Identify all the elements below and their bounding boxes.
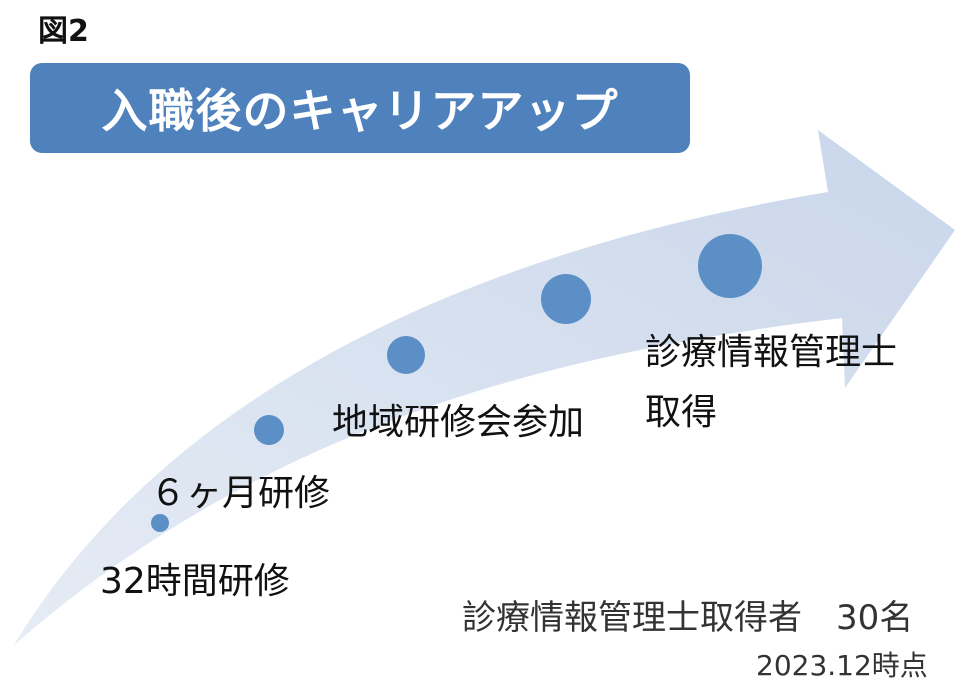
stage-label-6month-training: ６ヶ月研修 xyxy=(150,473,331,514)
figure-label: 図2 xyxy=(38,14,89,49)
title-text: 入職後のキャリアアップ xyxy=(101,84,619,138)
stage-dot-2 xyxy=(254,415,284,445)
stage-dot-4 xyxy=(541,274,591,324)
stage-label-hiim-certification: 診療情報管理士 xyxy=(645,332,898,373)
stage-label-32h-training: 32時間研修 xyxy=(100,561,290,602)
stage-dot-1 xyxy=(151,514,169,532)
title-banner: 入職後のキャリアアップ xyxy=(30,63,690,153)
stage-label-regional-workshop: 地域研修会参加 xyxy=(332,402,585,443)
as-of-date: 2023.12時点 xyxy=(756,649,928,682)
qualified-count: 診療情報管理士取得者 30名 xyxy=(462,598,914,638)
stage-dot-3 xyxy=(387,336,425,374)
stage-label-acquisition: 取得 xyxy=(645,392,718,433)
stage-dot-5 xyxy=(698,234,762,298)
